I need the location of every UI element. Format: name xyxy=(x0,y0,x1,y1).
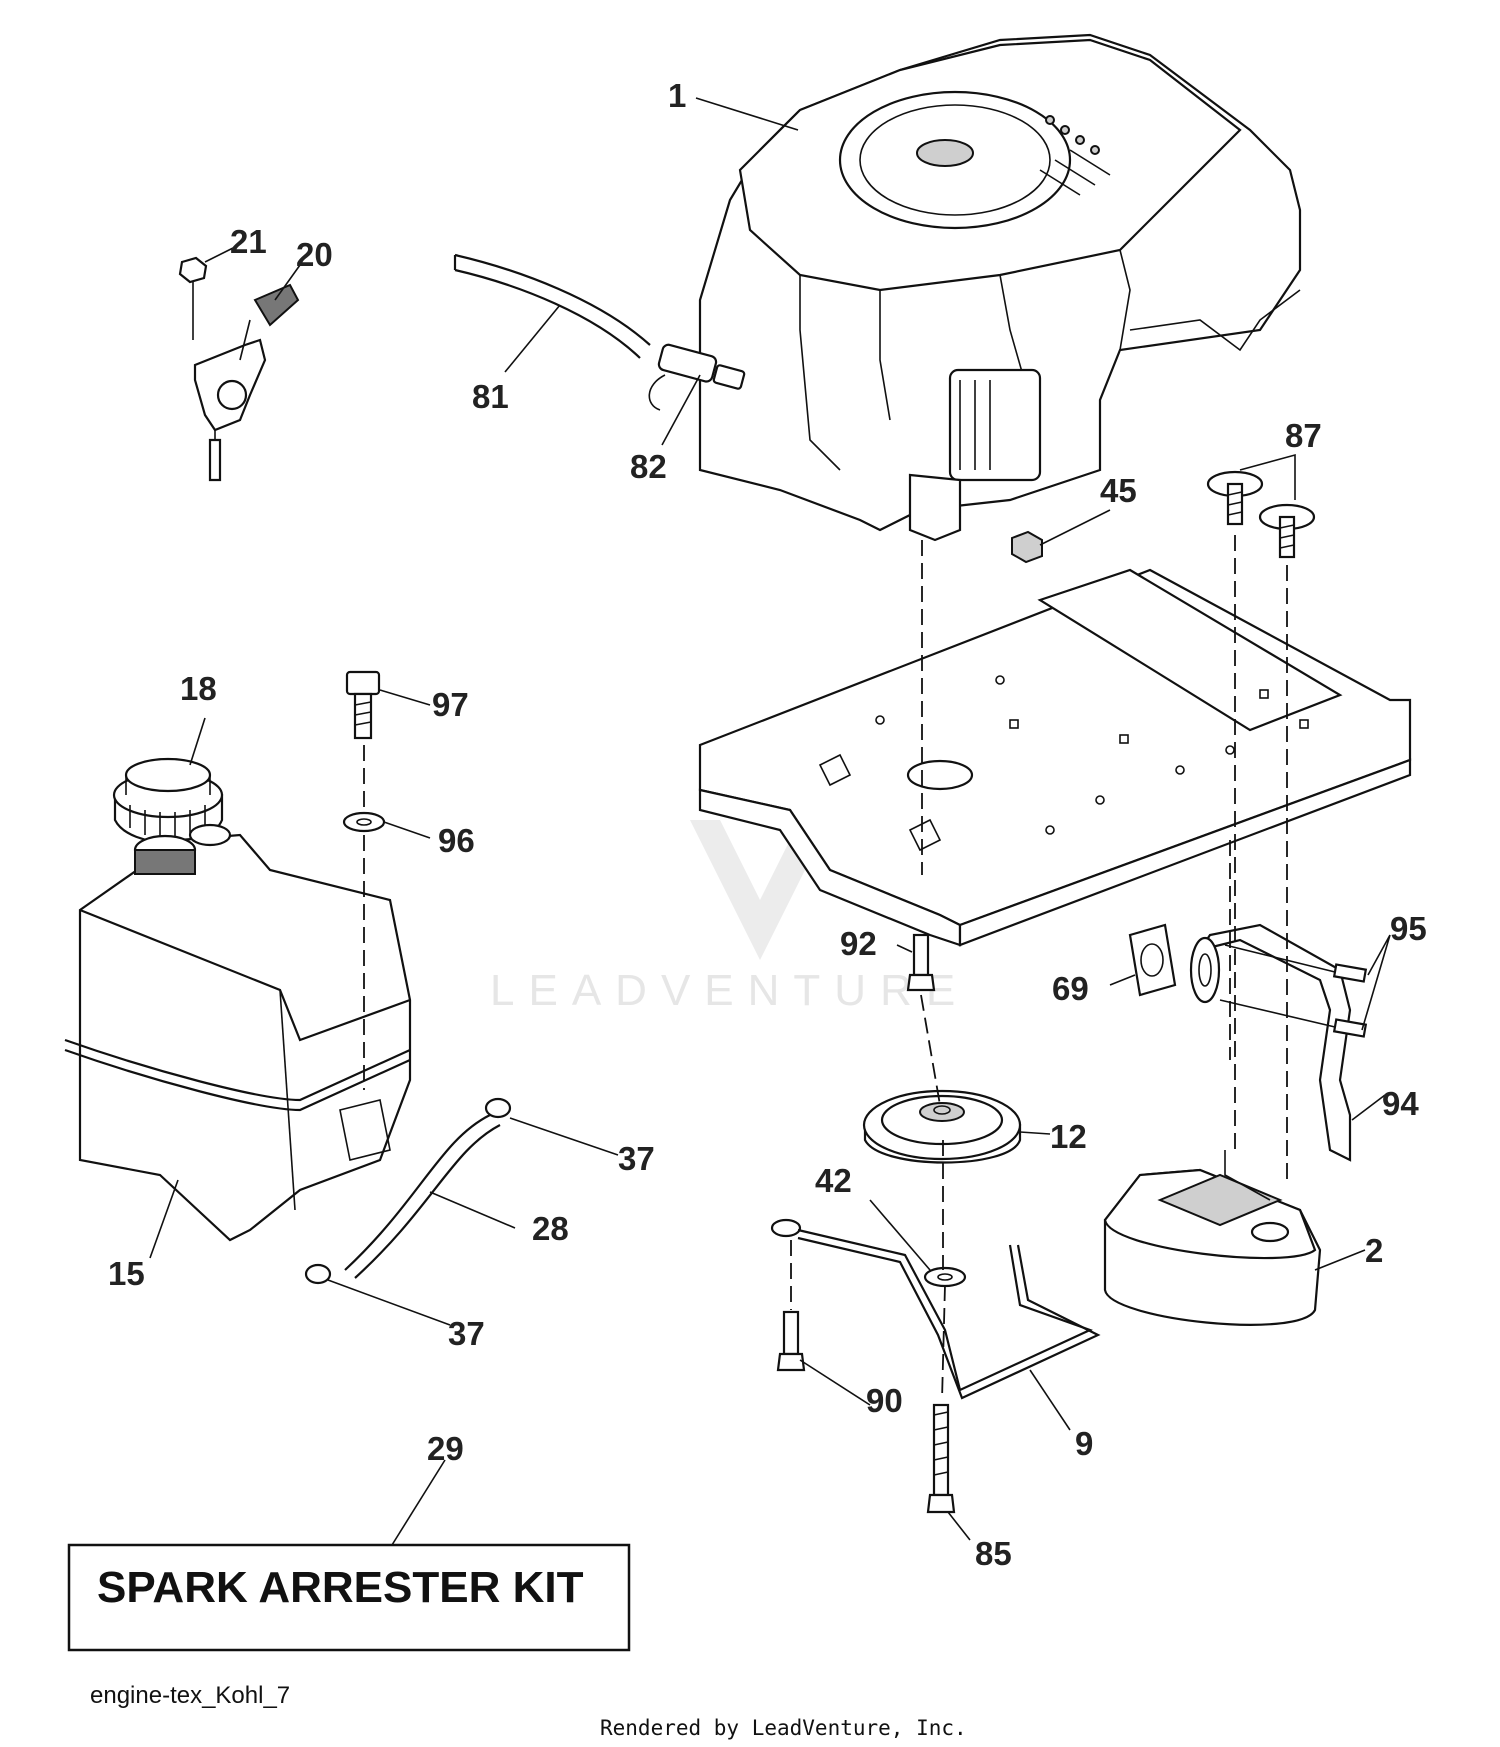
screw-part-90[interactable] xyxy=(776,1310,806,1372)
label-29: 29 xyxy=(427,1430,464,1467)
fuel-cap-part-18[interactable] xyxy=(112,757,224,844)
label-95: 95 xyxy=(1390,910,1427,947)
label-97: 97 xyxy=(432,686,469,723)
label-87: 87 xyxy=(1285,417,1322,454)
washer-part-42[interactable] xyxy=(923,1266,967,1288)
label-90: 90 xyxy=(866,1382,903,1419)
screw-part-95-b[interactable] xyxy=(1332,1018,1368,1038)
spark-arrester-kit-box[interactable]: SPARK ARRESTER KIT xyxy=(67,1543,631,1652)
label-45: 45 xyxy=(1100,472,1137,509)
fuel-tank-part-15[interactable] xyxy=(64,823,412,1242)
watermark-text: LEADVENTURE xyxy=(490,966,969,1015)
label-21: 21 xyxy=(230,223,267,260)
bracket-rod-part-9[interactable] xyxy=(770,1218,1101,1400)
hose-clamp-part-37-a[interactable] xyxy=(484,1097,512,1119)
diagram-id: engine-tex_Kohl_7 xyxy=(90,1682,290,1709)
throttle-bracket-part-20[interactable] xyxy=(193,283,300,482)
label-12: 12 xyxy=(1050,1118,1087,1155)
label-81: 81 xyxy=(472,378,509,415)
nut-part-45[interactable] xyxy=(1011,530,1043,564)
label-18: 18 xyxy=(180,670,217,707)
chassis-frame xyxy=(698,568,1412,947)
label-37-top: 37 xyxy=(618,1140,655,1177)
muffler-part-2[interactable] xyxy=(1103,1150,1322,1326)
label-28: 28 xyxy=(532,1210,569,1247)
bolt-part-97[interactable] xyxy=(345,670,381,740)
label-85: 85 xyxy=(975,1535,1012,1572)
bolt-part-85[interactable] xyxy=(926,1403,956,1514)
engine-part-1[interactable] xyxy=(698,33,1302,542)
label-9: 9 xyxy=(1075,1425,1093,1462)
label-1: 1 xyxy=(668,77,686,114)
gasket-part-69[interactable] xyxy=(1128,923,1177,997)
bolt-part-87-a[interactable] xyxy=(1206,470,1264,526)
fuel-line-part-81[interactable] xyxy=(453,253,651,359)
label-92: 92 xyxy=(840,925,877,962)
label-37-bottom: 37 xyxy=(448,1315,485,1352)
washer-part-96[interactable] xyxy=(342,811,386,833)
fuel-line-part-28[interactable] xyxy=(344,1114,501,1279)
label-20: 20 xyxy=(296,236,333,273)
label-82: 82 xyxy=(630,448,667,485)
watermark-logo xyxy=(690,820,830,960)
pulley-part-12[interactable] xyxy=(862,1089,1022,1164)
screw-part-21[interactable] xyxy=(178,256,208,340)
label-2: 2 xyxy=(1365,1232,1383,1269)
label-96: 96 xyxy=(438,822,475,859)
label-15: 15 xyxy=(108,1255,145,1292)
screw-part-92[interactable] xyxy=(906,933,936,992)
rendered-by-credit: Rendered by LeadVenture, Inc. xyxy=(600,1716,967,1740)
fuel-filter-part-82[interactable] xyxy=(648,343,746,411)
leader-lines xyxy=(149,97,1391,1546)
spark-arrester-kit-label: SPARK ARRESTER KIT xyxy=(97,1563,584,1612)
bolt-part-87-b[interactable] xyxy=(1258,503,1316,559)
exhaust-pipe-part-94[interactable] xyxy=(1189,923,1352,1162)
screw-part-95-a[interactable] xyxy=(1332,963,1368,983)
label-42: 42 xyxy=(815,1162,852,1199)
label-69: 69 xyxy=(1052,970,1089,1007)
hose-clamp-part-37-b[interactable] xyxy=(304,1263,332,1285)
part-labels: 1 21 20 81 82 87 45 18 97 96 92 95 69 94… xyxy=(108,77,1427,1572)
alignment-lines xyxy=(363,535,1288,1401)
watermark: LEADVENTURE xyxy=(490,820,969,1015)
label-94: 94 xyxy=(1382,1085,1419,1122)
